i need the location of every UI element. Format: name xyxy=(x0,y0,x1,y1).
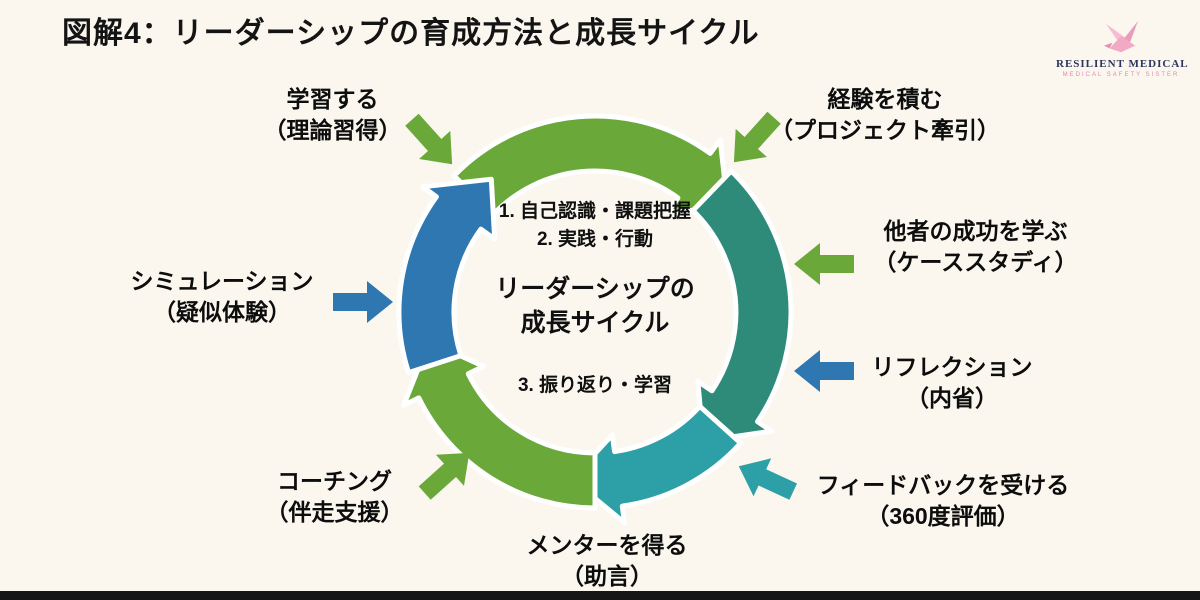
pointer-arrow-simulation xyxy=(333,281,393,323)
page-title: 図解4：リーダーシップの育成方法と成長サイクル xyxy=(62,17,760,50)
label-experience-line2: （プロジェクト牽引） xyxy=(770,117,1000,143)
cycle-arc-top-arc xyxy=(451,113,731,217)
label-reflection: リフレクション （内省） xyxy=(852,352,1052,414)
pointer-arrow-learning xyxy=(405,113,453,165)
label-case-study-line1: 他者の成功を学ぶ xyxy=(883,218,1068,244)
origami-crane-icon xyxy=(1103,20,1139,53)
label-feedback-line1: フィードバックを受ける xyxy=(816,472,1070,498)
label-mentor-line1: メンターを得る xyxy=(526,532,688,558)
cycle-center-title: リーダーシップの 成長サイクル xyxy=(445,272,745,340)
cycle-arc-bottom-left-arc xyxy=(401,338,598,511)
label-experience: 経験を積む （プロジェクト牽引） xyxy=(765,84,1005,146)
cycle-title-line1: リーダーシップの xyxy=(495,275,695,303)
cycle-arc-right-arc xyxy=(690,168,794,444)
bottom-bar xyxy=(0,591,1200,600)
label-mentor: メンターを得る （助言） xyxy=(492,530,722,592)
label-feedback: フィードバックを受ける （360度評価） xyxy=(788,470,1098,532)
label-coaching-line1: コーチング xyxy=(277,468,392,494)
brand-name: RESILIENT MEDICAL xyxy=(1056,58,1189,70)
brand-logo: RESILIENT MEDICAL MEDICAL SAFETY SISTER xyxy=(1056,20,1189,78)
label-mentor-line2: （助言） xyxy=(561,563,653,589)
label-learning: 学習する （理論習得） xyxy=(230,84,435,146)
label-feedback-line2: （360度評価） xyxy=(866,503,1020,529)
label-simulation-line1: シミュレーション xyxy=(130,268,314,294)
label-simulation-line2: （疑似体験） xyxy=(153,299,291,325)
cycle-step-1: 1. 自己認識・課題把握 xyxy=(498,201,692,222)
label-case-study: 他者の成功を学ぶ （ケーススタディ） xyxy=(848,216,1103,278)
pointer-arrow-reflection xyxy=(794,350,854,392)
pointer-arrow-experience xyxy=(733,111,781,163)
label-case-study-line2: （ケーススタディ） xyxy=(873,249,1078,275)
label-simulation: シミュレーション （疑似体験） xyxy=(102,266,342,328)
cycle-step-2: 2. 実践・行動 xyxy=(536,229,654,250)
pointer-arrow-feedback xyxy=(738,458,797,500)
cycle-title-line2: 成長サイクル xyxy=(520,309,670,337)
cycle-steps-top: 1. 自己認識・課題把握 2. 実践・行動 xyxy=(445,198,745,254)
cycle-step-3: 3. 振り返り・学習 xyxy=(517,375,673,396)
cycle-arc-bottom-arc xyxy=(569,403,744,526)
label-coaching: コーチング （伴走支援） xyxy=(232,466,437,528)
label-reflection-line2: （内省） xyxy=(906,385,998,411)
label-learning-line2: （理論習得） xyxy=(263,117,402,143)
label-experience-line1: 経験を積む xyxy=(827,86,943,112)
pointer-arrow-coaching xyxy=(418,452,470,500)
label-learning-line1: 学習する xyxy=(286,86,379,112)
label-reflection-line1: リフレクション xyxy=(871,354,1033,380)
cycle-arc-left-arc xyxy=(396,176,498,376)
brand-tagline: MEDICAL SAFETY SISTER xyxy=(1062,72,1180,78)
pointer-arrow-case-study xyxy=(794,243,854,285)
label-coaching-line2: （伴走支援） xyxy=(265,499,404,525)
